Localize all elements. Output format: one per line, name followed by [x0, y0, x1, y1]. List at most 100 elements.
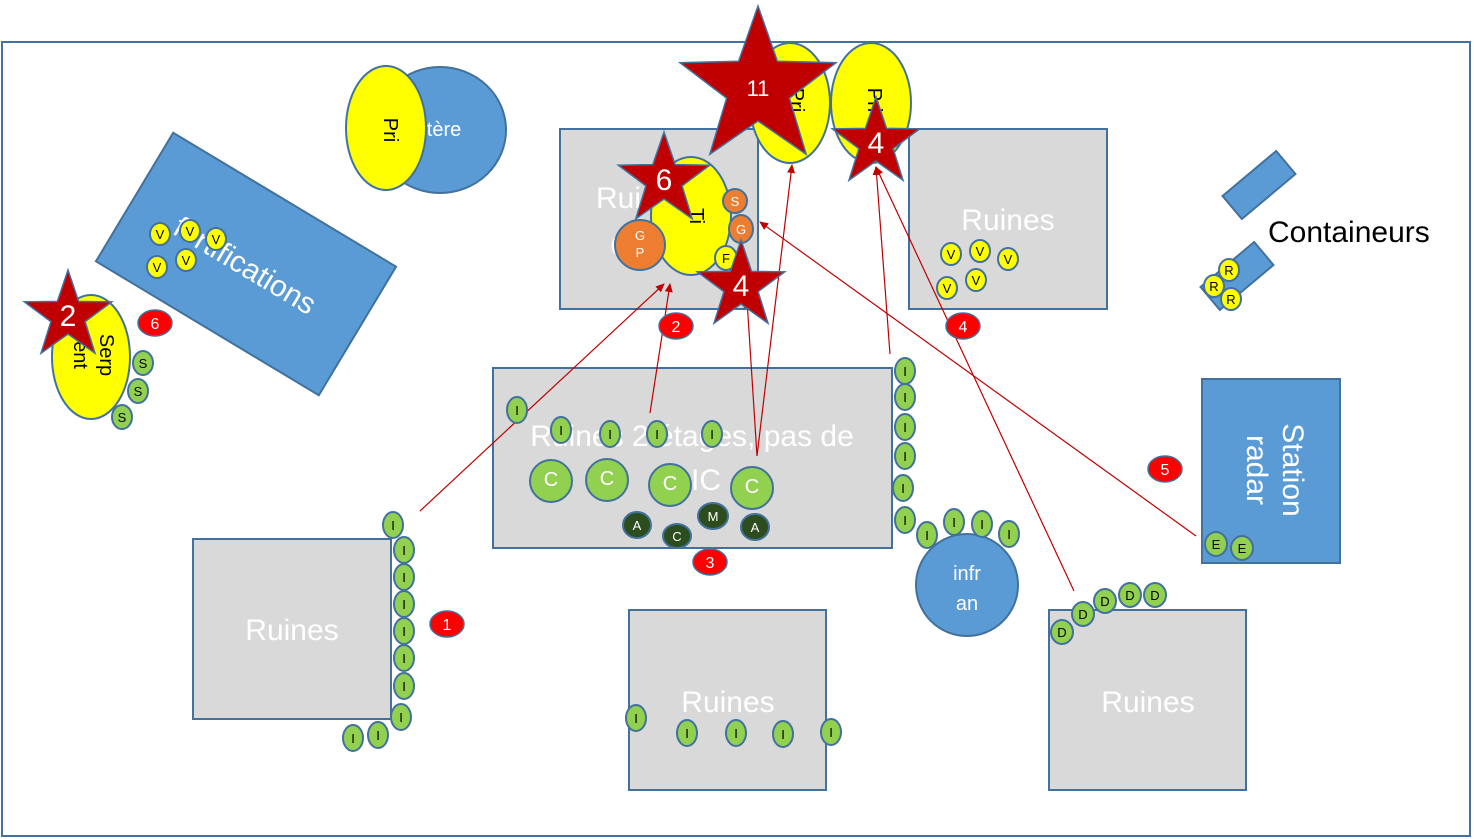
- svg-text:D: D: [1100, 594, 1109, 609]
- svg-text:I: I: [608, 427, 612, 442]
- svg-text:R: R: [1209, 279, 1218, 294]
- svg-text:I: I: [685, 726, 689, 741]
- c-token-0: C: [529, 459, 573, 503]
- svg-text:A: A: [633, 518, 642, 533]
- svg-text:V: V: [182, 253, 191, 268]
- svg-text:3: 3: [706, 555, 715, 572]
- c-token-2: C: [648, 463, 692, 507]
- fortifications-building: [94, 131, 398, 397]
- infantry-token-20: I: [894, 506, 916, 534]
- infantry-token-17: I: [894, 413, 916, 441]
- s-token-0: S: [132, 350, 154, 376]
- svg-text:I: I: [391, 518, 395, 533]
- infantry-token-6: I: [393, 536, 415, 564]
- svg-text:G: G: [736, 222, 746, 237]
- d-token-3: D: [1118, 582, 1142, 608]
- a-token-2: A: [740, 513, 770, 541]
- svg-text:C: C: [663, 473, 677, 495]
- infantry-token-5: I: [382, 511, 404, 539]
- c-token-dark: C: [662, 523, 692, 549]
- serpent-label-1: Serp: [95, 334, 117, 376]
- e-token-0: E: [1204, 531, 1228, 557]
- radar-label-2: radar: [1240, 435, 1273, 505]
- radar-station: [1201, 378, 1341, 564]
- arrow-4: [756, 164, 796, 457]
- infantry-token-0: I: [506, 396, 528, 424]
- v-token-ruins-0: V: [940, 242, 962, 266]
- svg-text:I: I: [903, 420, 907, 435]
- svg-text:V: V: [943, 281, 952, 296]
- v-token-ruins-1: V: [969, 239, 991, 263]
- v-token-fort-2: V: [205, 227, 227, 251]
- svg-text:5: 5: [1161, 462, 1170, 479]
- svg-text:C: C: [544, 469, 558, 491]
- svg-text:M: M: [708, 509, 719, 524]
- svg-text:S: S: [731, 194, 740, 209]
- svg-text:C: C: [745, 476, 759, 498]
- priority-label: Pri: [379, 118, 401, 142]
- svg-text:I: I: [351, 731, 355, 746]
- infantry-token-11: I: [393, 672, 415, 700]
- gp-token: GP: [614, 219, 666, 271]
- objective-star-6-1: 6: [616, 129, 712, 221]
- infantry-token-19: I: [892, 474, 914, 502]
- svg-text:D: D: [1125, 588, 1134, 603]
- ruins-top-center-label: Rui: [596, 182, 641, 215]
- svg-text:11: 11: [747, 76, 770, 101]
- svg-text:S: S: [134, 384, 143, 399]
- objective-star-4-3: 4: [695, 237, 787, 326]
- infantry-token-23: I: [971, 510, 993, 538]
- svg-text:S: S: [118, 410, 127, 425]
- svg-text:I: I: [402, 679, 406, 694]
- svg-text:I: I: [402, 570, 406, 585]
- svg-text:I: I: [901, 481, 905, 496]
- r-token-1: R: [1203, 274, 1225, 298]
- infantry-token-13: I: [342, 724, 364, 752]
- ruins-center: [492, 367, 893, 549]
- svg-text:A: A: [751, 520, 760, 535]
- ruins-center-label-2: IC: [691, 464, 721, 497]
- ruins-top-right-label: Ruines: [961, 204, 1054, 237]
- ruins-bottom-center: [628, 609, 827, 791]
- svg-text:E: E: [1212, 537, 1221, 552]
- ruins-bottom-left-label: Ruines: [245, 614, 338, 647]
- orange-s-token: S: [722, 188, 748, 214]
- arrow-1: [419, 283, 665, 512]
- badge-4: 4: [945, 312, 981, 340]
- v-token-ruins-4: V: [965, 268, 987, 292]
- infantry-token-7: I: [393, 563, 415, 591]
- m-token: M: [697, 502, 729, 530]
- badge-6: 6: [137, 309, 173, 337]
- infantry-token-2: I: [599, 420, 621, 448]
- r-token-2: R: [1220, 287, 1242, 311]
- svg-text:I: I: [515, 403, 519, 418]
- svg-text:I: I: [980, 517, 984, 532]
- svg-text:D: D: [1150, 588, 1159, 603]
- e-token-1: E: [1230, 535, 1254, 561]
- svg-text:I: I: [903, 390, 907, 405]
- badge-5: 5: [1147, 455, 1183, 483]
- svg-text:D: D: [1057, 625, 1066, 640]
- d-token-0: D: [1050, 619, 1074, 645]
- objective-star-4-2: 4: [830, 94, 922, 183]
- svg-text:V: V: [212, 232, 221, 247]
- svg-text:G: G: [635, 228, 645, 243]
- svg-text:I: I: [402, 543, 406, 558]
- svg-text:C: C: [672, 529, 681, 544]
- svg-text:I: I: [734, 726, 738, 741]
- d-token-2: D: [1093, 588, 1117, 614]
- c-token-3: C: [730, 466, 774, 510]
- infantry-token-27: I: [725, 719, 747, 747]
- ruins-bottom-center-label: Ruines: [681, 686, 774, 719]
- svg-text:S: S: [139, 356, 148, 371]
- svg-text:I: I: [829, 725, 833, 740]
- d-token-4: D: [1143, 582, 1167, 608]
- radar-label-1: Station: [1276, 423, 1309, 516]
- svg-text:F: F: [722, 251, 730, 266]
- svg-text:6: 6: [656, 164, 673, 197]
- svg-text:I: I: [402, 624, 406, 639]
- svg-text:4: 4: [959, 319, 968, 336]
